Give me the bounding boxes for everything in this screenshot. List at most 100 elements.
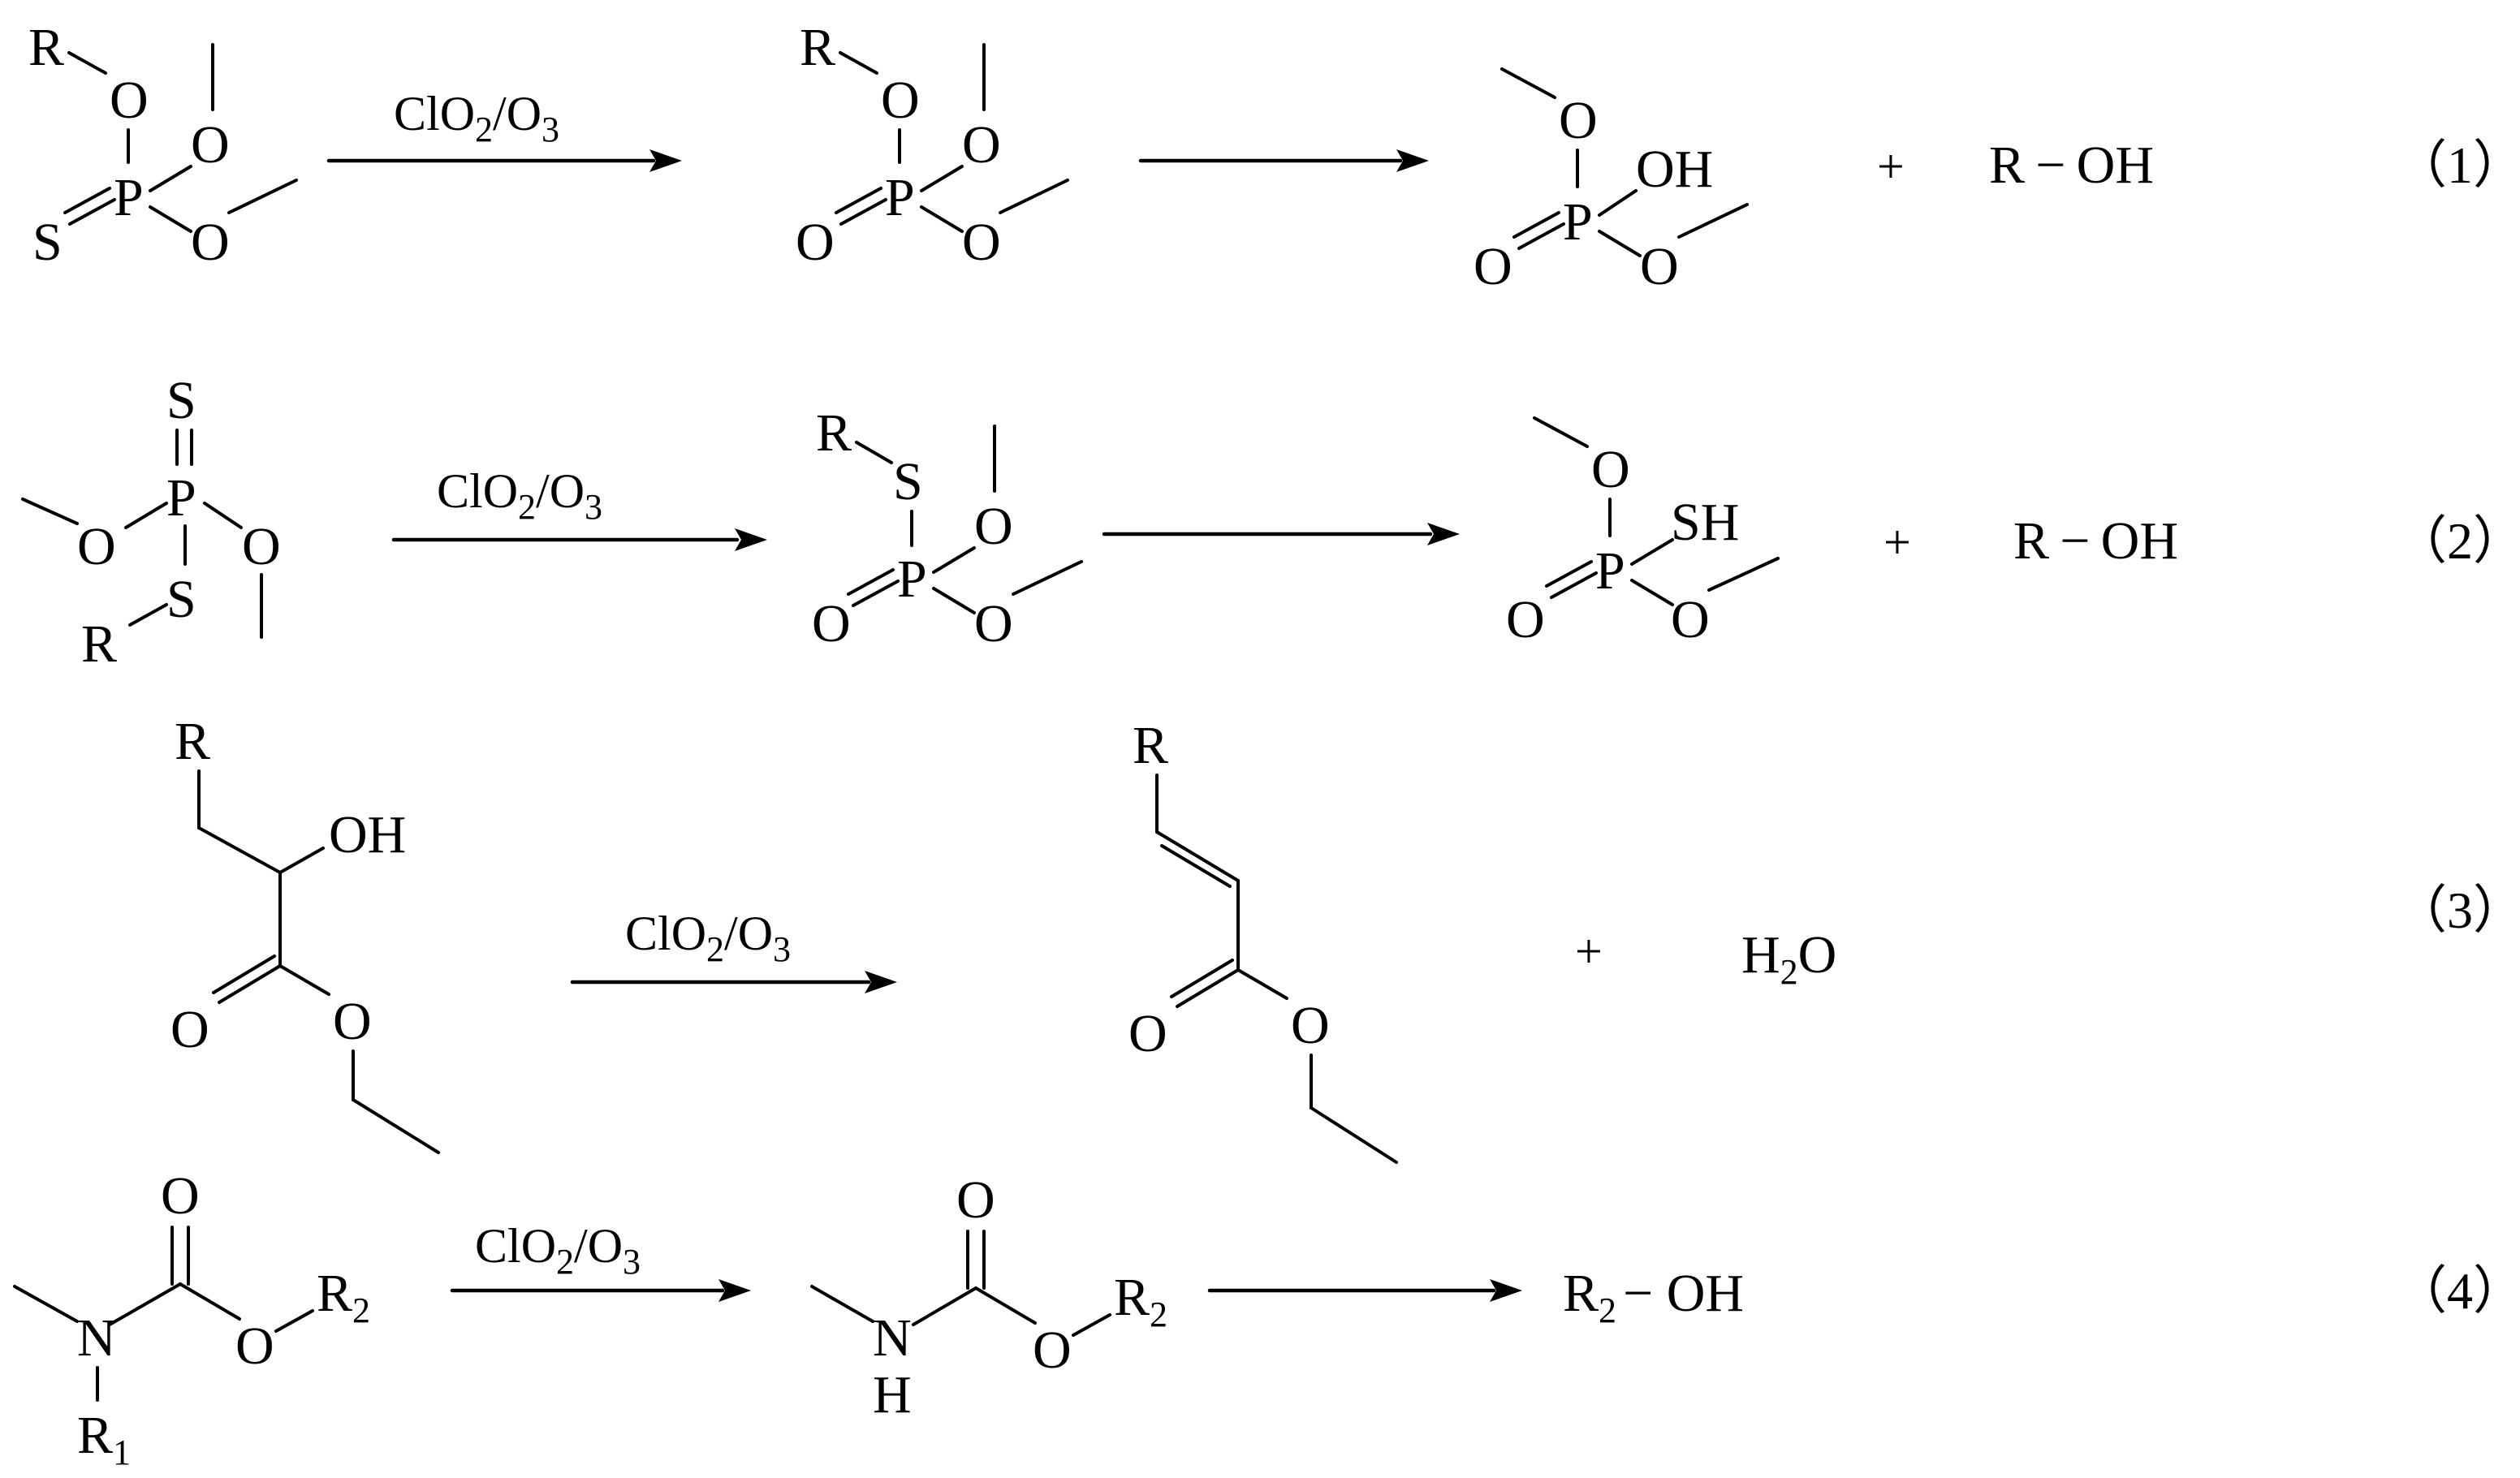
atom-o: O [812, 594, 851, 653]
atom-r: R [175, 712, 210, 771]
bond [13, 1285, 79, 1323]
reaction-number: （3） [2395, 881, 2520, 939]
bond [278, 964, 330, 996]
byproduct-r-oh: R − OH [1989, 136, 2154, 195]
plus-sign: + [1884, 515, 1911, 569]
double-bond-a [835, 187, 882, 214]
bond [855, 441, 893, 464]
atom-o: O [1640, 237, 1679, 296]
bond [124, 502, 168, 529]
atom-s: S [166, 371, 196, 430]
arrow-head [735, 528, 767, 551]
reaction-1: R O P O O S ClO2/O3 R O P [28, 18, 2520, 296]
bond [1533, 416, 1589, 448]
double-bond-b [1517, 222, 1565, 250]
atom-p: P [114, 168, 144, 227]
atom-n: N [77, 1308, 116, 1368]
arrow-head [1427, 523, 1460, 545]
bond [912, 1286, 977, 1326]
arrow-1a: ClO2/O3 [326, 87, 682, 172]
atom-o: O [191, 115, 230, 175]
bond [920, 205, 964, 233]
bond [1236, 968, 1288, 1000]
double-bond-b [1170, 959, 1234, 998]
atom-o: O [1506, 590, 1545, 649]
reaction-3: R OH O O ClO2/O3 R [170, 712, 2520, 1164]
arrow-3: ClO2/O3 [570, 907, 897, 993]
plus-sign: + [1877, 140, 1905, 193]
atom-o: O [1291, 996, 1330, 1055]
double-bond-a [1512, 211, 1560, 239]
atom-s: S [893, 452, 923, 511]
bond [999, 179, 1069, 214]
atom-o: O [974, 594, 1013, 653]
double-bond-b [212, 954, 276, 994]
bond [1598, 189, 1638, 217]
atom-h: H [873, 1365, 912, 1424]
reagent-label: ClO2/O3 [625, 907, 791, 969]
atom-p: P [1563, 192, 1593, 252]
reagent-label: ClO2/O3 [394, 87, 559, 149]
bond [1012, 560, 1083, 596]
bond [128, 603, 168, 627]
reagent-label: ClO2/O3 [475, 1219, 641, 1282]
intermediate-n-methyl-carbamate: O O R2 N H [810, 1170, 1167, 1424]
byproduct-water: H2O [1741, 925, 1836, 992]
reaction-number: （1） [2395, 136, 2520, 194]
atom-sh: SH [1671, 493, 1739, 552]
double-bond-a [847, 568, 895, 596]
bond [149, 165, 192, 192]
reaction-4: O O R2 N R1 ClO2/O3 O O [13, 1166, 2520, 1472]
atom-oh: OH [1636, 140, 1713, 199]
atom-o: O [1128, 1004, 1167, 1063]
arrow-head [1396, 149, 1429, 172]
atom-r: R [28, 18, 64, 77]
atom-s: S [166, 570, 196, 629]
bond [1630, 579, 1674, 606]
bond [179, 1282, 241, 1321]
atom-o: O [170, 1000, 209, 1059]
double-bond-a [1176, 968, 1240, 1008]
reactant-hydroxy-ester: R OH O O [170, 712, 440, 1154]
arrow-4a: ClO2/O3 [450, 1219, 751, 1302]
bond [1677, 203, 1749, 239]
double-bond-a [63, 187, 111, 214]
atom-o: O [333, 992, 372, 1051]
bond [1630, 538, 1674, 566]
atom-n: N [873, 1308, 912, 1368]
reaction-2: S P O O S R ClO2/O3 R S P [21, 371, 2520, 674]
atom-o: O [962, 115, 1001, 175]
bond [227, 179, 298, 214]
double-bond-a [1545, 560, 1593, 588]
bond [149, 205, 192, 233]
atom-o: O [235, 1316, 274, 1376]
atom-o: O [956, 1170, 995, 1230]
atom-p: P [1595, 541, 1625, 601]
atom-o: O [1591, 440, 1630, 499]
reactant-phosphorodithioate: S P O O S R [21, 371, 281, 674]
product-dimethyl-phosphate: O P OH O O [1474, 67, 1749, 296]
bond [197, 826, 282, 874]
product-r2-oh: R2− OH [1563, 1264, 1744, 1330]
reaction-number: （4） [2395, 1262, 2520, 1320]
atom-o: O [796, 213, 835, 272]
atom-o: O [110, 71, 149, 130]
atom-o: O [77, 517, 116, 576]
arrow-head [718, 1279, 751, 1302]
atom-o: O [242, 517, 281, 576]
atom-r: R [1133, 716, 1168, 775]
group-r1: R1 [77, 1406, 131, 1472]
atom-o: O [974, 497, 1013, 556]
double-bond-b [1160, 844, 1232, 888]
atom-r: R [800, 18, 835, 77]
arrow-head [649, 149, 682, 172]
arrow-1b [1138, 149, 1429, 172]
double-bond-b [839, 198, 887, 226]
bond [108, 1282, 182, 1326]
bond [21, 498, 79, 525]
arrow-head [865, 971, 897, 993]
atom-r: R [816, 403, 852, 463]
plus-sign: + [1575, 924, 1603, 978]
bond [810, 1285, 874, 1323]
product-dimethyl-thiophosphate: O P SH O O [1506, 416, 1780, 649]
